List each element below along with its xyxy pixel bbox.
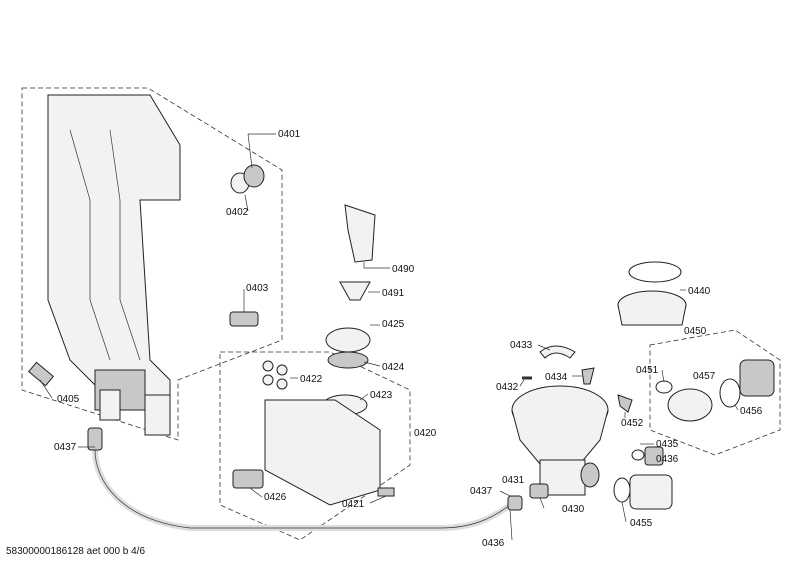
label-0422: 0422 xyxy=(300,374,323,385)
label-0402: 0402 xyxy=(226,207,249,218)
funnel-0490 xyxy=(344,204,376,263)
label-0424: 0424 xyxy=(382,362,405,373)
clip-0452 xyxy=(617,394,633,413)
label-0420: 0420 xyxy=(414,428,437,439)
label-0455: 0455 xyxy=(630,518,653,529)
clip-0421 xyxy=(377,487,395,497)
heater-housing-0440 xyxy=(617,290,687,326)
group-boundary-filter xyxy=(219,351,411,541)
hose-end-left xyxy=(87,427,103,451)
group-boundary-pump xyxy=(649,329,781,456)
label-0403: 0403 xyxy=(246,283,269,294)
ring-0436-small xyxy=(631,449,645,461)
label-0401: 0401 xyxy=(278,129,301,140)
motor-0456 xyxy=(739,359,775,397)
label-0456: 0456 xyxy=(740,406,763,417)
label-0491: 0491 xyxy=(382,288,405,299)
sensor-0426 xyxy=(232,469,264,489)
sump-block-0420 xyxy=(264,399,381,506)
label-0423: 0423 xyxy=(370,390,393,401)
rings-0422 xyxy=(262,360,288,390)
label-0436-right: 0436 xyxy=(656,454,679,465)
ring-0451 xyxy=(655,380,673,394)
leader-lines xyxy=(39,133,739,541)
ring-0440 xyxy=(628,261,682,283)
clip-0434 xyxy=(581,367,595,385)
label-0437-left: 0437 xyxy=(54,442,77,453)
tub-side-panel xyxy=(47,94,181,436)
label-0430: 0430 xyxy=(562,504,585,515)
label-0490: 0490 xyxy=(392,264,415,275)
bracket-0433 xyxy=(539,345,576,359)
label-0405: 0405 xyxy=(57,394,80,405)
label-0457: 0457 xyxy=(693,371,716,382)
valve-0435 xyxy=(644,446,664,466)
document-footer: 58300000186128 aet 000 b 4/6 xyxy=(6,546,145,557)
seal-ring-0402b xyxy=(243,164,265,188)
sump-0430 xyxy=(511,385,609,496)
label-0431: 0431 xyxy=(502,475,525,486)
label-0433: 0433 xyxy=(510,340,533,351)
label-0436-bottom: 0436 xyxy=(482,538,505,549)
label-0426: 0426 xyxy=(264,492,287,503)
ring-0457 xyxy=(719,378,741,408)
clip-0405 xyxy=(28,361,54,387)
label-0440: 0440 xyxy=(688,286,711,297)
label-0450: 0450 xyxy=(684,326,707,337)
label-0435: 0435 xyxy=(656,439,679,450)
coupling-0431 xyxy=(529,483,549,499)
label-0434: 0434 xyxy=(545,372,568,383)
filter-0425 xyxy=(325,327,371,353)
label-0437-right: 0437 xyxy=(470,486,493,497)
label-0452: 0452 xyxy=(621,418,644,429)
label-0421: 0421 xyxy=(342,499,365,510)
ring-0424 xyxy=(327,351,369,369)
ring-0455 xyxy=(613,477,631,503)
label-0425: 0425 xyxy=(382,319,405,330)
drain-hose-outline xyxy=(94,449,511,529)
label-0432: 0432 xyxy=(496,382,519,393)
cap-0491 xyxy=(339,281,371,301)
fitting-0403 xyxy=(229,311,259,327)
pump-0455 xyxy=(629,474,673,510)
group-boundary-left xyxy=(21,87,283,441)
hose-end-right xyxy=(507,495,523,511)
pump-0457 xyxy=(667,388,713,422)
label-0451: 0451 xyxy=(636,365,659,376)
